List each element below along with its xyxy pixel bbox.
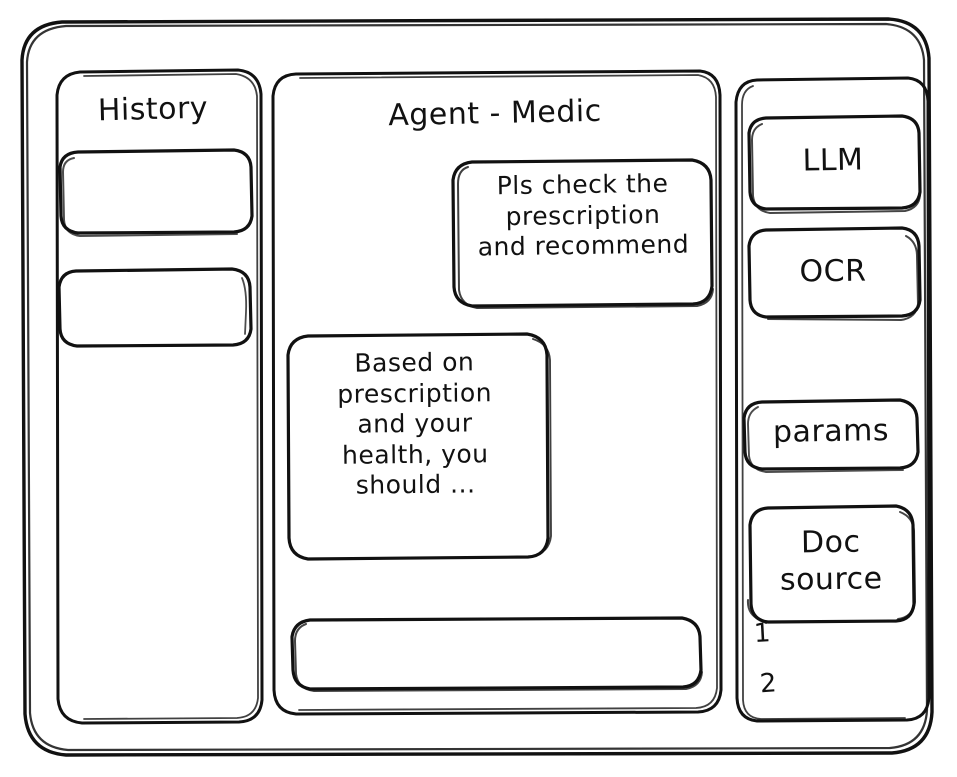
doc-source-button-echo [746, 511, 916, 624]
history-item-2[interactable] [59, 269, 251, 347]
assistant-message-bubble-echo [531, 338, 552, 557]
main-panel-outline [271, 69, 723, 716]
tools-panel-outline-echo [741, 85, 906, 720]
history-item-1-outline [58, 148, 254, 235]
doc-source-button-outline [748, 504, 916, 624]
params-button-outline [742, 398, 920, 471]
ocr-button-outline [747, 226, 922, 319]
composer-input-outline [290, 616, 703, 691]
ocr-button-echo [767, 235, 919, 321]
history-item-2-echo [241, 277, 248, 335]
composer-input-echo [294, 623, 703, 692]
assistant-message-bubble[interactable] [288, 334, 551, 560]
history-item-2-outline [57, 267, 253, 348]
llm-button-outline [747, 114, 922, 211]
window-frame-outline [20, 17, 934, 757]
doc-source-button[interactable] [750, 506, 915, 623]
main-panel-outline-echo [298, 74, 718, 711]
ocr-button[interactable] [749, 228, 921, 318]
params-button[interactable] [744, 400, 919, 470]
history-item-1-echo [62, 157, 238, 237]
llm-button-echo [751, 123, 921, 214]
params-button-echo [747, 406, 904, 473]
llm-button[interactable] [749, 116, 921, 210]
history-item-1[interactable] [60, 150, 252, 234]
user-message-bubble-outline [451, 158, 714, 308]
tools-panel-outline [734, 76, 931, 723]
history-panel-outline-echo [83, 73, 259, 720]
user-message-bubble-echo [457, 166, 714, 309]
history-panel-outline [55, 68, 264, 725]
user-message-bubble[interactable] [453, 160, 713, 307]
window-frame-outline-echo [25, 22, 929, 752]
composer-input[interactable] [292, 618, 702, 690]
